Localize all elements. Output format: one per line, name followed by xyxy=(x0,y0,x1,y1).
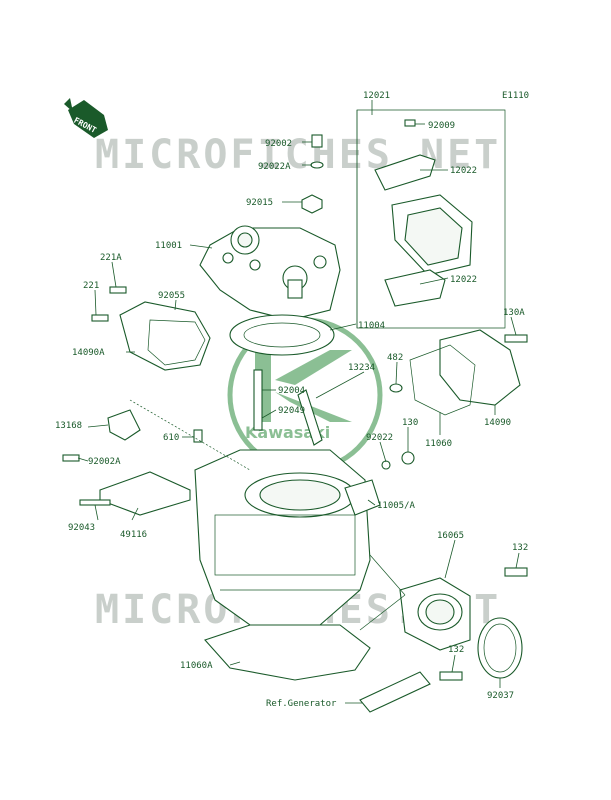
callout-12022-upper: 12022 xyxy=(450,166,477,176)
callout-49116: 49116 xyxy=(120,530,147,540)
callout-482: 482 xyxy=(387,353,403,363)
callout-92022A: 92022A xyxy=(258,162,291,172)
callout-16065: 16065 xyxy=(437,531,464,541)
cylinder-body xyxy=(194,449,381,626)
intake-manifold xyxy=(399,567,528,681)
callout-14090A: 14090A xyxy=(72,348,105,358)
callout-92022: 92022 xyxy=(366,433,393,443)
strap-ref-generator xyxy=(359,671,431,713)
watermark-top: MICROFICHES.NET xyxy=(95,132,501,178)
callout-132-lower: 132 xyxy=(448,645,464,655)
callout-610: 610 xyxy=(163,433,179,443)
callout-92049: 92049 xyxy=(278,406,305,416)
cylinder-head xyxy=(199,225,341,321)
base-gasket xyxy=(204,624,371,681)
callout-11004: 11004 xyxy=(358,321,385,331)
callout-92002A: 92002A xyxy=(88,457,121,467)
callout-ref-generator: Ref.Generator xyxy=(266,699,337,709)
callout-221A: 221A xyxy=(100,253,122,263)
callout-11060A: 11060A xyxy=(180,661,213,671)
callout-92004: 92004 xyxy=(278,386,305,396)
callout-92055: 92055 xyxy=(158,291,185,301)
callout-labels: 12021 92009 12022 12022 92002 92022A 920… xyxy=(55,91,528,709)
callout-12022-lower: 12022 xyxy=(450,275,477,285)
diagram-code: E1110 xyxy=(502,91,529,101)
callout-221: 221 xyxy=(83,281,99,291)
leader-lines xyxy=(77,100,520,704)
callout-14090: 14090 xyxy=(484,418,511,428)
callout-13168: 13168 xyxy=(55,421,82,431)
cylinder-cover-left xyxy=(91,286,211,371)
clamp-92037 xyxy=(477,617,523,679)
callout-130: 130 xyxy=(402,418,418,428)
callout-13234: 13234 xyxy=(348,363,375,373)
callout-130A: 130A xyxy=(503,308,525,318)
bracket-13168 xyxy=(62,409,203,462)
front-arrow-icon: FRONT xyxy=(64,98,108,138)
shaft-13234 xyxy=(297,389,323,446)
callout-92002: 92002 xyxy=(265,139,292,149)
callout-11001: 11001 xyxy=(155,241,182,251)
callout-132-upper: 132 xyxy=(512,543,528,553)
callout-92043: 92043 xyxy=(68,523,95,533)
callout-12021: 12021 xyxy=(363,91,390,101)
callout-11060: 11060 xyxy=(425,439,452,449)
reed-valve-group xyxy=(356,109,506,329)
callout-92009: 92009 xyxy=(428,121,455,131)
callout-92015: 92015 xyxy=(246,198,273,208)
stud-92004 xyxy=(253,369,263,431)
callout-92037: 92037 xyxy=(487,691,514,701)
callout-11005A: 11005/A xyxy=(377,501,416,511)
reed-49116 xyxy=(79,471,191,516)
power-valve-cover xyxy=(381,329,528,470)
